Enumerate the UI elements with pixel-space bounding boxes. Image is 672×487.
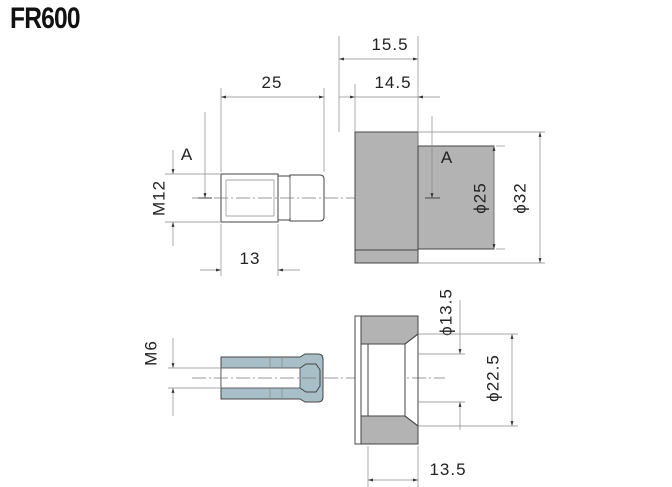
dim-length-25: 25	[262, 73, 283, 92]
dim-dia-32: ϕ32	[510, 182, 529, 213]
dim-length-13: 13	[240, 249, 261, 268]
slider-body-main	[354, 131, 419, 264]
dim-width-13-5: 13.5	[429, 460, 466, 479]
dim-width-15-5: 15.5	[371, 35, 408, 54]
dim-dia-13-5: ϕ13.5	[436, 288, 455, 336]
dim-thread-m6: M6	[141, 340, 160, 366]
product-title: FR600	[10, 2, 81, 35]
dim-dia-25: ϕ25	[470, 182, 489, 213]
dim-thread-m12: M12	[149, 180, 168, 216]
slider-section-top	[360, 315, 419, 345]
section-a-right: A	[441, 148, 453, 167]
section-a-left: A	[181, 145, 193, 164]
slider-section-bottom	[360, 415, 419, 445]
dim-width-14-5: 14.5	[374, 73, 411, 92]
bottom-slider-body	[354, 315, 419, 445]
dim-dia-22-5: ϕ22.5	[483, 354, 502, 402]
